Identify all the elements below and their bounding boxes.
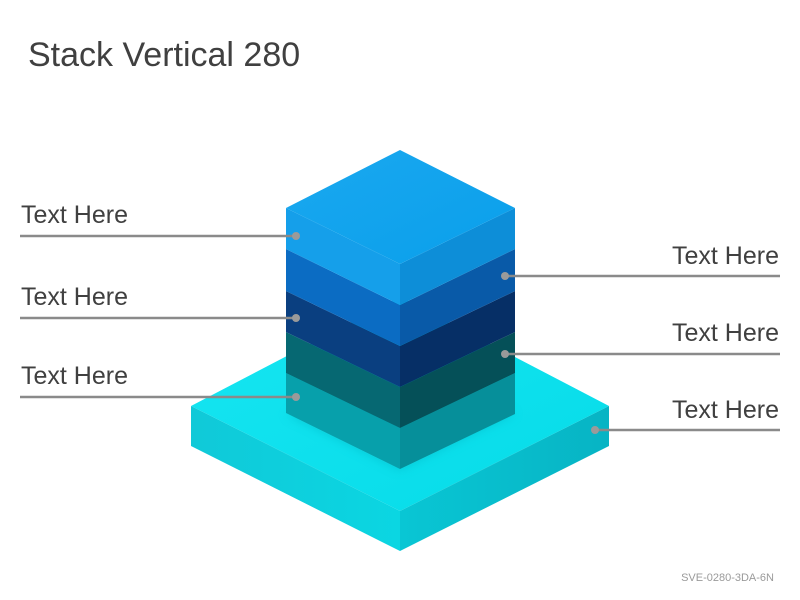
footer-code: SVE-0280-3DA-6N xyxy=(681,572,774,584)
callout-dot-left-3 xyxy=(292,393,300,401)
layer-navy-left xyxy=(286,291,400,387)
layer-top-left xyxy=(286,208,400,305)
layer-teal-left xyxy=(286,373,400,469)
label-right-3: Text Here xyxy=(672,396,779,424)
callout-dot-right-3 xyxy=(591,426,599,434)
layer-top xyxy=(286,150,515,305)
base-right-face xyxy=(400,406,609,551)
layer-dark-teal-right xyxy=(400,332,515,428)
callout-dot-left-2 xyxy=(292,314,300,322)
callout-dot-left-1 xyxy=(292,232,300,240)
label-left-3: Text Here xyxy=(21,362,128,390)
label-left-2: Text Here xyxy=(21,283,128,311)
layer-navy-right xyxy=(400,291,515,387)
layer-teal-right xyxy=(400,373,515,469)
label-right-1: Text Here xyxy=(672,242,779,270)
layer-teal xyxy=(286,373,515,469)
layer-blue-left xyxy=(286,249,400,346)
layer-dark-teal xyxy=(286,332,515,428)
layer-blue-right xyxy=(400,249,515,346)
layer-navy xyxy=(286,291,515,387)
label-left-1: Text Here xyxy=(21,201,128,229)
page-title: Stack Vertical 280 xyxy=(28,36,301,74)
callout-dot-right-1 xyxy=(501,272,509,280)
callout-dots xyxy=(292,232,599,434)
layer-top-cap xyxy=(286,150,515,264)
layer-top-right xyxy=(400,208,515,305)
base-left-face xyxy=(191,406,400,551)
layer-dark-teal-left xyxy=(286,332,400,428)
layer-blue xyxy=(286,249,515,346)
label-right-2: Text Here xyxy=(672,319,779,347)
callouts xyxy=(20,234,780,432)
callout-dot-right-2 xyxy=(501,350,509,358)
